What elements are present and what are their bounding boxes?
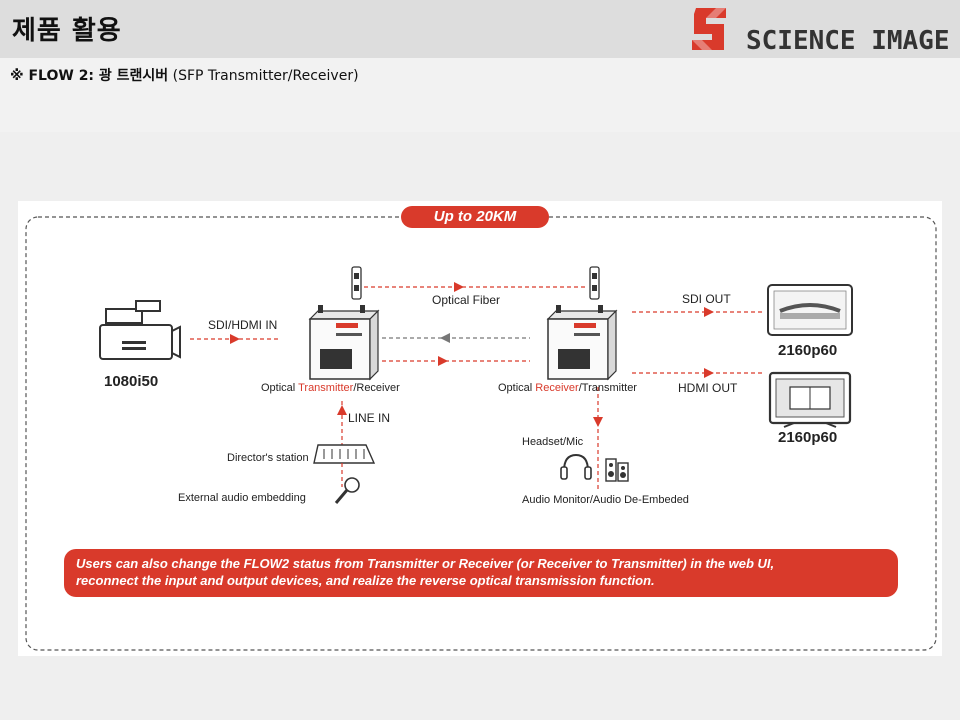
diagram-canvas xyxy=(25,216,937,651)
subheading-area: ※ FLOW 2: 광 트랜시버 (SFP Transmitter/Receiv… xyxy=(0,58,960,132)
sdi-hdmi-in-label: SDI/HDMI IN xyxy=(208,318,278,332)
range-badge: Up to 20KM xyxy=(401,206,549,228)
receiver-device-icon xyxy=(546,305,618,381)
monitor-hdmi-resolution: 2160p60 xyxy=(778,429,838,446)
transmitter-label-pre: Optical xyxy=(261,382,299,394)
headphones-icon xyxy=(560,453,592,480)
microphone-icon xyxy=(334,477,360,504)
transmitter-label-post: /Receiver xyxy=(353,382,400,394)
audio-monitor-label: Audio Monitor/Audio De-Embeded xyxy=(522,494,689,506)
receiver-label-post: /Transmitter xyxy=(578,382,637,394)
sdi-out-label: SDI OUT xyxy=(682,292,731,306)
transmitter-device-icon xyxy=(308,305,380,381)
monitor-sdi-icon xyxy=(767,284,853,336)
return-link-arrow-icon xyxy=(440,333,450,343)
optical-fiber-label: Optical Fiber xyxy=(432,293,501,307)
fiber-arrow-icon xyxy=(454,282,464,292)
monitor-sdi-resolution: 2160p60 xyxy=(778,342,838,359)
forward-link-arrow-icon xyxy=(438,356,448,366)
fiber-connector-left-icon xyxy=(351,266,362,300)
brand-logo: SCIENCE IMAGE xyxy=(690,6,960,56)
audio-mixer-icon xyxy=(313,444,376,464)
note-line-2: reconnect the input and output devices, … xyxy=(76,573,655,588)
line-in-arrow-icon xyxy=(337,405,347,415)
transmitter-label-highlight: Transmitter xyxy=(298,382,354,394)
hdmi-out-arrow-icon xyxy=(704,368,714,378)
diagram-panel: Up to 20KM Optical Fiber SDI/HDMI IN 108… xyxy=(18,201,942,656)
transmitter-label: Optical Transmitter/Receiver xyxy=(261,382,400,394)
receiver-label-highlight: Receiver xyxy=(535,382,579,394)
logo-text: SCIENCE IMAGE xyxy=(746,26,950,56)
receiver-label-pre: Optical xyxy=(498,382,536,394)
fiber-connector-right-icon xyxy=(589,266,600,300)
audio-out-arrow-icon xyxy=(593,417,603,427)
subheading-prefix: ※ FLOW 2: 광 트랜시버 xyxy=(10,68,169,84)
subheading-suffix: (SFP Transmitter/Receiver) xyxy=(168,68,359,84)
logo-mark-icon xyxy=(692,8,726,50)
line-in-label: LINE IN xyxy=(348,411,391,425)
headset-label: Headset/Mic xyxy=(522,436,584,448)
header-bar: 제품 활용 SCIENCE IMAGE xyxy=(0,0,960,58)
page-title: 제품 활용 xyxy=(12,16,122,46)
external-audio-label: External audio embedding xyxy=(178,492,306,504)
camera-resolution-label: 1080i50 xyxy=(104,373,159,390)
receiver-label: Optical Receiver/Transmitter xyxy=(498,382,637,394)
directors-station-label: Director's station xyxy=(227,452,309,464)
sdi-hdmi-in-arrow-icon xyxy=(230,334,240,344)
reverse-mode-note: Users can also change the FLOW2 status f… xyxy=(64,549,898,597)
hdmi-out-label: HDMI OUT xyxy=(678,381,738,395)
sdi-out-arrow-icon xyxy=(704,307,714,317)
note-line-1: Users can also change the FLOW2 status f… xyxy=(76,556,775,571)
camera-icon xyxy=(99,300,181,360)
subheading: ※ FLOW 2: 광 트랜시버 (SFP Transmitter/Receiv… xyxy=(10,65,359,85)
speakers-icon xyxy=(605,458,629,482)
monitor-hdmi-icon xyxy=(768,371,852,428)
